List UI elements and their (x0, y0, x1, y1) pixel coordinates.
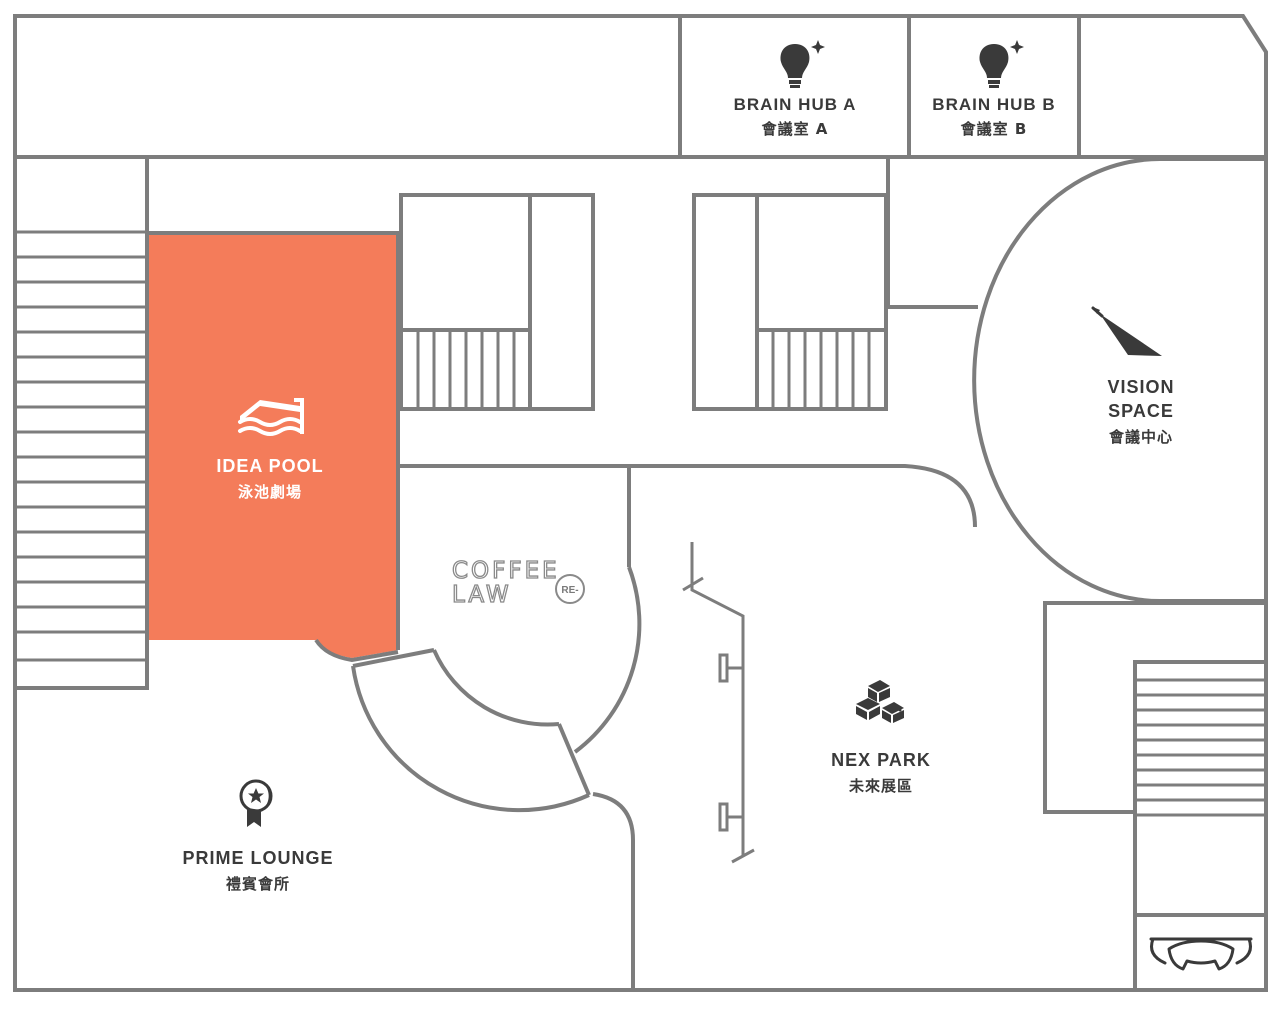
pool-waves-icon (238, 398, 304, 436)
coffee-bar-inner (432, 649, 560, 727)
center-staircase-left (399, 193, 595, 411)
vision-space-label-line2[interactable]: SPACE (1108, 401, 1174, 421)
idea-pool-wall (147, 231, 400, 650)
lightbulb-icon (979, 40, 1024, 88)
brain-hub-b-label[interactable]: BRAIN HUB B (932, 95, 1055, 114)
upper-right-wall (886, 157, 978, 309)
outer-wall (13, 14, 1268, 992)
brain-hub-b-sublabel: 會議室 B (961, 120, 1028, 138)
vision-space-label-line1[interactable]: VISION (1107, 377, 1174, 397)
center-staircase-right (692, 193, 888, 411)
re-badge-icon (555, 574, 585, 604)
left-staircase (15, 155, 149, 690)
nex-park-sublabel: 未來展區 (848, 777, 913, 795)
right-staircase (1043, 601, 1266, 990)
prime-lounge-sublabel: 禮賓會所 (226, 875, 290, 893)
coffee-bar-outer (351, 665, 590, 813)
sofa-icon (1149, 937, 1253, 971)
idea-pool-area[interactable] (148, 234, 398, 658)
idea-pool-label[interactable]: IDEA POOL (216, 456, 323, 476)
lower-divider-wall (592, 792, 635, 990)
idea-pool-sublabel: 泳池劇場 (237, 483, 302, 501)
coffee-law-logo-line2[interactable]: LAW (451, 581, 512, 608)
award-badge-icon (239, 779, 273, 827)
corridor-wall (400, 464, 977, 528)
nex-park-label[interactable]: NEX PARK (831, 750, 931, 770)
building-blocks-icon (856, 680, 904, 723)
re-badge-text: RE- (561, 585, 578, 596)
brain-hub-a-sublabel: 會議室 A (762, 120, 829, 138)
paper-plane-icon (1091, 306, 1162, 356)
brain-hub-a-label[interactable]: BRAIN HUB A (734, 95, 857, 114)
vision-space-sublabel: 會議中心 (1109, 428, 1173, 446)
prime-lounge-label[interactable]: PRIME LOUNGE (182, 848, 333, 868)
lightbulb-icon (780, 40, 825, 88)
coffee-bar-ends (352, 648, 591, 796)
vision-space-wall (972, 157, 1266, 603)
coffee-counter (573, 566, 642, 754)
display-wall (682, 542, 755, 864)
idea-pool-curve (314, 638, 399, 663)
coffee-law-logo-line1[interactable]: COFFEE (451, 557, 560, 584)
